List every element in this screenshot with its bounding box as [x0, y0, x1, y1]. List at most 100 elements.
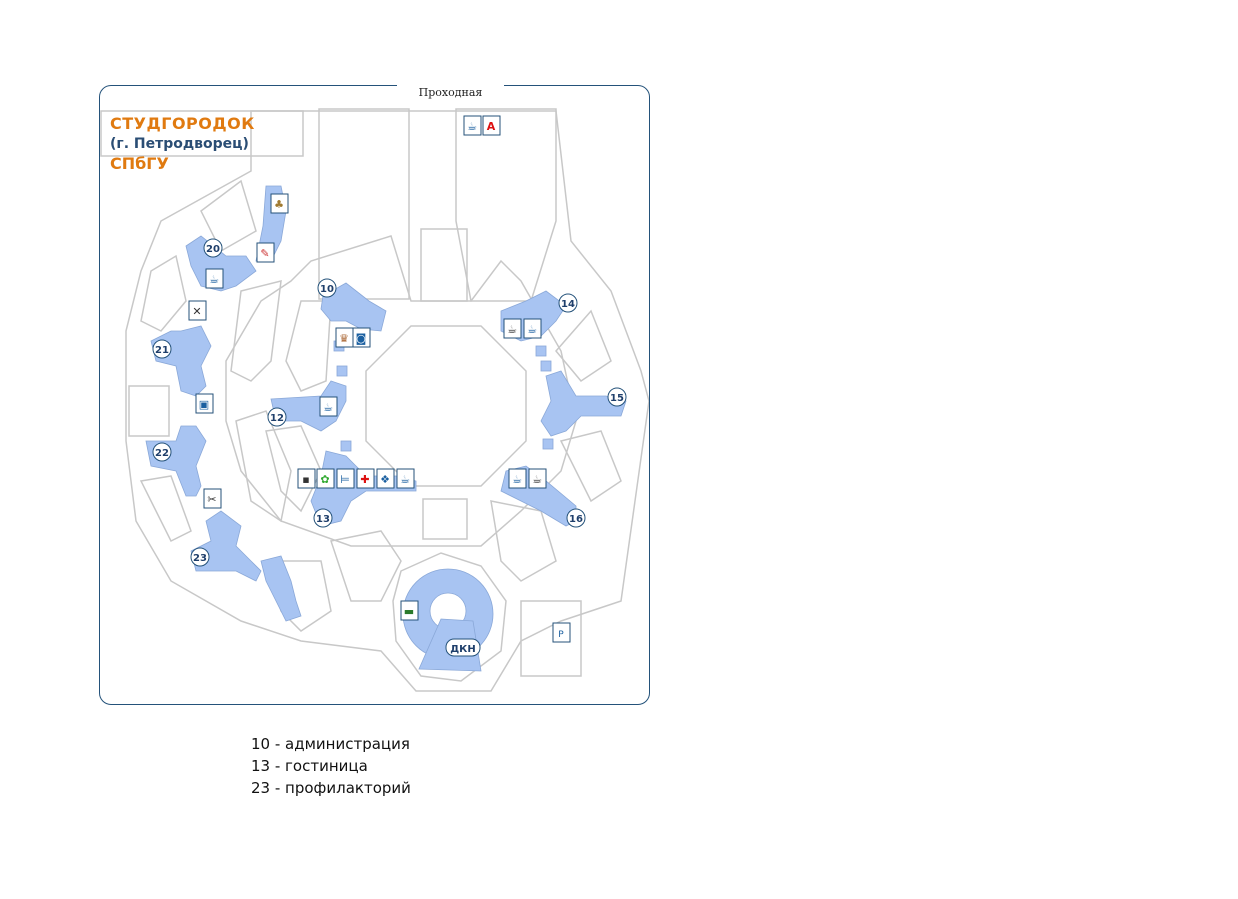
- svg-text:☕: ☕: [323, 401, 333, 414]
- cafe-icon: ☕: [319, 396, 338, 417]
- svg-text:15: 15: [610, 393, 624, 404]
- connector-2: [336, 365, 348, 377]
- svg-text:◙: ◙: [356, 332, 367, 345]
- svg-text:☕: ☕: [512, 473, 522, 486]
- building-23: [190, 510, 262, 582]
- badge-12: 12: [267, 407, 287, 427]
- svg-text:☕: ☕: [467, 120, 477, 133]
- svg-text:▣: ▣: [199, 398, 209, 411]
- map-title: СТУДГОРОДОК (г. Петродворец) СПбГУ: [110, 114, 255, 174]
- svg-text:✚: ✚: [360, 473, 369, 486]
- svg-text:21: 21: [155, 345, 169, 356]
- laundry-icon: ▣: [195, 393, 214, 414]
- block-west-4: [139, 475, 192, 543]
- block-inner-w3: [235, 410, 292, 523]
- gate-label: Проходная: [397, 83, 504, 103]
- block-south-1: [330, 530, 402, 602]
- legend: 10 - администрация 13 - гостиница 23 - п…: [251, 733, 411, 799]
- medical-icon: ✚: [356, 468, 375, 489]
- building-badges: 10 12 13 14 15 16 20 21 22 23 ДКН: [152, 238, 627, 657]
- block-inner-w1: [230, 280, 282, 382]
- svg-text:22: 22: [155, 448, 169, 459]
- cafe-icon: ☕: [503, 318, 522, 339]
- laundry-icon: ◙: [352, 327, 371, 348]
- block-east-1: [555, 309, 612, 382]
- badge-23: 23: [190, 547, 210, 567]
- dkn-ring: [392, 552, 507, 682]
- badge-22: 22: [152, 442, 172, 462]
- cafe-icon: ☕: [463, 115, 482, 136]
- building-12: [270, 380, 347, 432]
- svg-text:⊨: ⊨: [340, 473, 350, 486]
- block-north-mid: [420, 228, 468, 302]
- bank-icon: ♛: [335, 327, 354, 348]
- block-north-left: [318, 108, 410, 300]
- central-plaza: [365, 325, 527, 487]
- legend-item: 10 - администрация: [251, 735, 410, 753]
- repair-icon: ✕: [188, 300, 207, 321]
- badge-15: 15: [607, 387, 627, 407]
- block-west-1: [200, 179, 257, 253]
- svg-text:♣: ♣: [274, 198, 284, 211]
- svg-text:☕: ☕: [532, 473, 542, 486]
- coffee-icon: ☕: [528, 468, 547, 489]
- parking-icon: P: [552, 622, 571, 643]
- badge-13: 13: [313, 508, 333, 528]
- shop-icon: ❖: [376, 468, 395, 489]
- svg-text:✿: ✿: [320, 473, 329, 486]
- block-west-3: [128, 385, 170, 437]
- pharmacy-icon: ✎: [256, 242, 275, 263]
- cafe-icon: ☕: [205, 268, 224, 289]
- svg-text:16: 16: [569, 514, 583, 525]
- title-university: СПбГУ: [110, 154, 169, 173]
- block-south-east: [490, 500, 557, 582]
- svg-text:✕: ✕: [192, 305, 201, 318]
- block-inner-w2: [285, 300, 332, 392]
- building-23-wing: [260, 555, 302, 622]
- svg-text:ДКН: ДКН: [450, 644, 475, 655]
- block-parking: [520, 600, 582, 677]
- svg-text:10: 10: [320, 284, 334, 295]
- svg-text:12: 12: [270, 413, 284, 424]
- svg-text:✎: ✎: [260, 247, 269, 260]
- service-icons: ☕ A ♣ ✎ ☕ ✕ ♛ ◙ ☕ ☕ ▣ ☕ ▪ ✿ ⊨ ✚ ❖ ☕ ☕ ☕ …: [188, 115, 571, 643]
- cafe-icon: ☕: [523, 318, 542, 339]
- car-icon: ▬: [400, 600, 419, 621]
- connector-3: [340, 440, 352, 452]
- svg-text:23: 23: [193, 553, 207, 564]
- flowers-icon: ✿: [316, 468, 335, 489]
- svg-text:☕: ☕: [400, 473, 410, 486]
- block-east-2: [559, 430, 622, 503]
- svg-text:☕: ☕: [527, 323, 537, 336]
- svg-text:✂: ✂: [207, 493, 216, 506]
- svg-text:▬: ▬: [404, 605, 414, 618]
- title-city: (г. Петродворец): [110, 136, 249, 152]
- badge-14: 14: [558, 293, 578, 313]
- block-north-right: [455, 108, 557, 302]
- building-10: [320, 282, 387, 332]
- legend-item: 13 - гостиница: [251, 757, 368, 775]
- block-nw-corner: [100, 110, 304, 157]
- map-canvas: 10 12 13 14 15 16 20 21 22 23 ДКН ☕ A ♣ …: [100, 108, 649, 692]
- title-campus: СТУДГОРОДОК: [110, 114, 255, 133]
- svg-text:A: A: [487, 120, 496, 133]
- connector-6: [535, 345, 547, 357]
- legend-item: 23 - профилакторий: [251, 779, 411, 797]
- badge-10: 10: [317, 278, 337, 298]
- cafe-icon: ☕: [508, 468, 527, 489]
- bed-icon: ⊨: [336, 468, 355, 489]
- building-15: [540, 370, 627, 437]
- block-west-2: [140, 254, 187, 332]
- cafe-icon: ☕: [396, 468, 415, 489]
- svg-text:☕: ☕: [507, 323, 517, 336]
- badge-16: 16: [566, 508, 586, 528]
- svg-text:14: 14: [561, 299, 575, 310]
- campus-map: 10 12 13 14 15 16 20 21 22 23 ДКН ☕ A ♣ …: [99, 85, 650, 705]
- block-south-mid: [422, 498, 468, 540]
- svg-text:P: P: [558, 630, 564, 640]
- shop-icon: ♣: [270, 193, 289, 214]
- svg-text:13: 13: [316, 514, 330, 525]
- car-icon: ▪: [297, 468, 316, 489]
- repair-icon: ✂: [203, 488, 222, 509]
- outer-road-outline: [125, 110, 649, 692]
